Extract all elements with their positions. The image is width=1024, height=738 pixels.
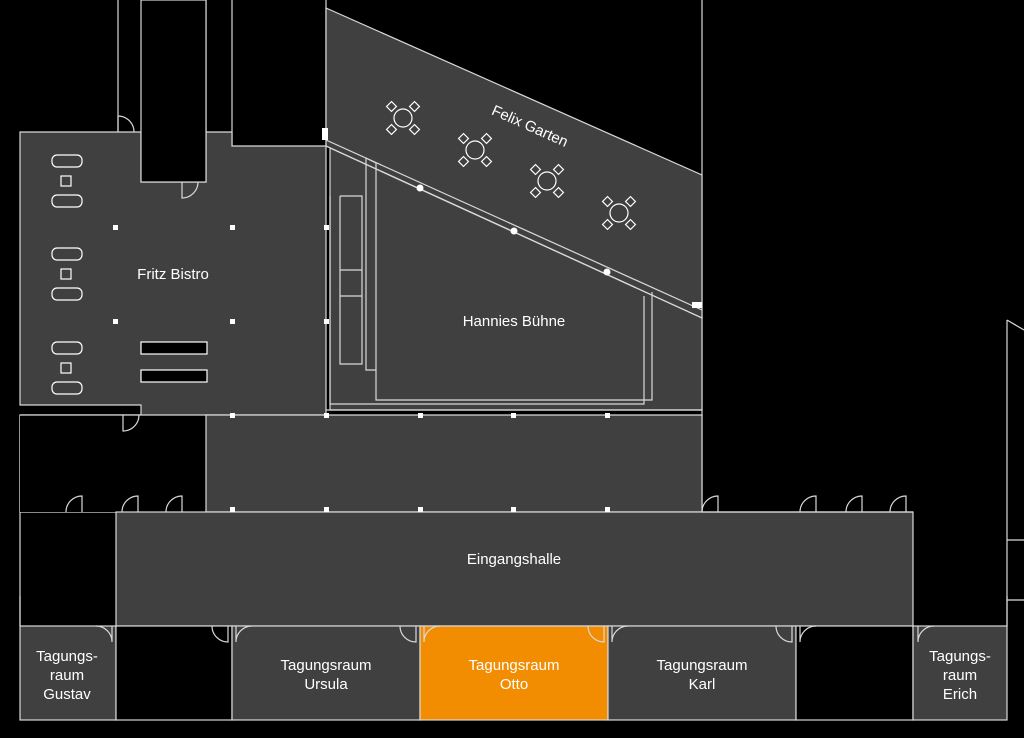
label-erich-line1: Tagungs- <box>929 648 991 665</box>
room-tagungsraum-karl[interactable] <box>607 625 797 721</box>
label-otto-line2: Otto <box>500 676 528 693</box>
pillars <box>113 225 610 512</box>
stage-details <box>326 157 702 411</box>
label-karl-line1: Tagungsraum <box>657 657 748 674</box>
label-eingangshalle: Eingangshalle <box>467 551 561 568</box>
label-ursula-line2: Ursula <box>304 676 348 693</box>
label-erich-line2: raum <box>943 667 977 684</box>
label-otto-line1: Tagungsraum <box>469 657 560 674</box>
label-gustav-line3: Gustav <box>43 686 91 703</box>
room-unnamed-right <box>795 625 914 721</box>
label-karl-line2: Karl <box>689 676 716 693</box>
label-erich-line3: Erich <box>943 686 977 703</box>
terrace-rail <box>322 128 703 319</box>
label-gustav-line1: Tagungs- <box>36 648 98 665</box>
room-eingangshalle[interactable] <box>115 511 914 627</box>
label-fritz-bistro: Fritz Bistro <box>137 266 209 283</box>
room-tagungsraum-otto[interactable] <box>419 625 609 721</box>
doors <box>65 115 935 643</box>
room-tagungsraum-ursula[interactable] <box>231 625 421 721</box>
hall-corridor <box>205 414 703 513</box>
room-tagungsraum-gustav[interactable] <box>19 625 117 721</box>
bistro-booths <box>51 154 208 395</box>
garden-tables <box>385 100 637 231</box>
room-unnamed-left <box>115 625 233 721</box>
label-gustav-line2: raum <box>50 667 84 684</box>
label-hannies-buehne: Hannies Bühne <box>463 313 566 330</box>
label-ursula-line1: Tagungsraum <box>281 657 372 674</box>
room-tagungsraum-erich[interactable] <box>912 625 1008 721</box>
